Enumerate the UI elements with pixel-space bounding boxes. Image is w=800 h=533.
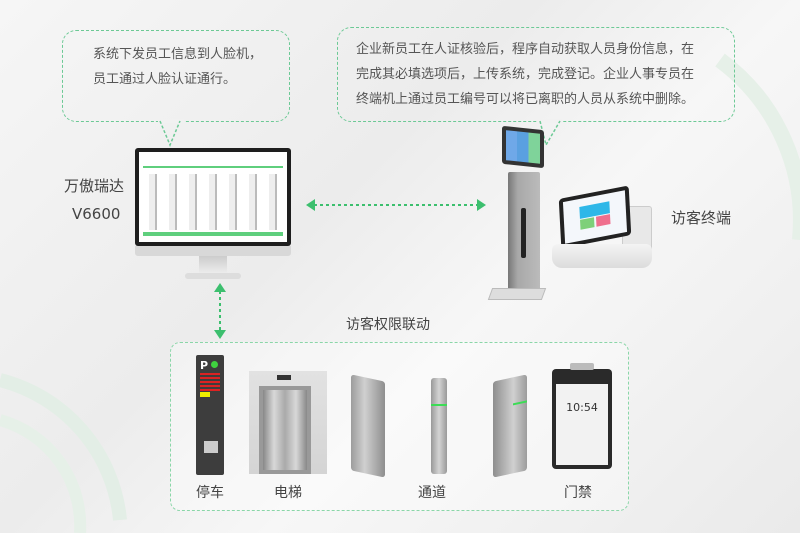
bubble-right-line-2: 完成其必填选项后，上传系统，完成登记。企业人事专员在 bbox=[356, 67, 695, 82]
monitor-icon bbox=[135, 148, 291, 280]
parking-device-icon: P bbox=[196, 355, 224, 475]
info-bubble-right: 企业新员工在人证核验后，程序自动获取人员身份信息，在 完成其必填选项后，上传系统… bbox=[337, 27, 735, 122]
device-label-access-control: 门禁 bbox=[564, 485, 592, 501]
device-label-elevator: 电梯 bbox=[274, 485, 302, 501]
linkage-title: 访客权限联动 bbox=[346, 317, 430, 333]
turnstile-gate-right-icon bbox=[493, 374, 527, 478]
visitor-terminal-icon bbox=[552, 185, 657, 274]
bubble-left-line-2: 员工通过人脸认证通行。 bbox=[93, 72, 237, 87]
bubble-left-line-1: 系统下发员工信息到人脸机， bbox=[93, 47, 263, 62]
bubble-left-tail bbox=[158, 119, 184, 147]
sync-arrow-vertical bbox=[214, 283, 226, 339]
visitor-terminal-label: 访客终端 bbox=[671, 209, 732, 227]
face-device-time: 10:54 bbox=[566, 401, 598, 414]
system-version: V6600 bbox=[72, 205, 121, 223]
device-label-parking: 停车 bbox=[196, 485, 224, 501]
bubble-right-line-3: 终端机上通过员工编号可以将已离职的人员从系统中删除。 bbox=[356, 92, 695, 107]
bubble-right-tail bbox=[538, 119, 562, 147]
face-recognition-device-icon: 10:54 bbox=[552, 363, 612, 469]
bubble-right-line-1: 企业新员工在人证核验后，程序自动获取人员身份信息，在 bbox=[356, 42, 695, 57]
turnstile-gate-center-icon bbox=[431, 378, 447, 474]
system-name: 万傲瑞达 bbox=[64, 177, 125, 195]
info-bubble-left: 系统下发员工信息到人脸机， 员工通过人脸认证通行。 bbox=[62, 30, 290, 122]
turnstile-gate-left-icon bbox=[351, 374, 385, 478]
kiosk-terminal-icon bbox=[487, 125, 552, 303]
elevator-icon bbox=[249, 371, 327, 474]
device-label-passage: 通道 bbox=[418, 485, 446, 501]
linkage-panel: P 10:54 bbox=[170, 342, 629, 511]
sync-arrow-horizontal bbox=[306, 199, 486, 211]
